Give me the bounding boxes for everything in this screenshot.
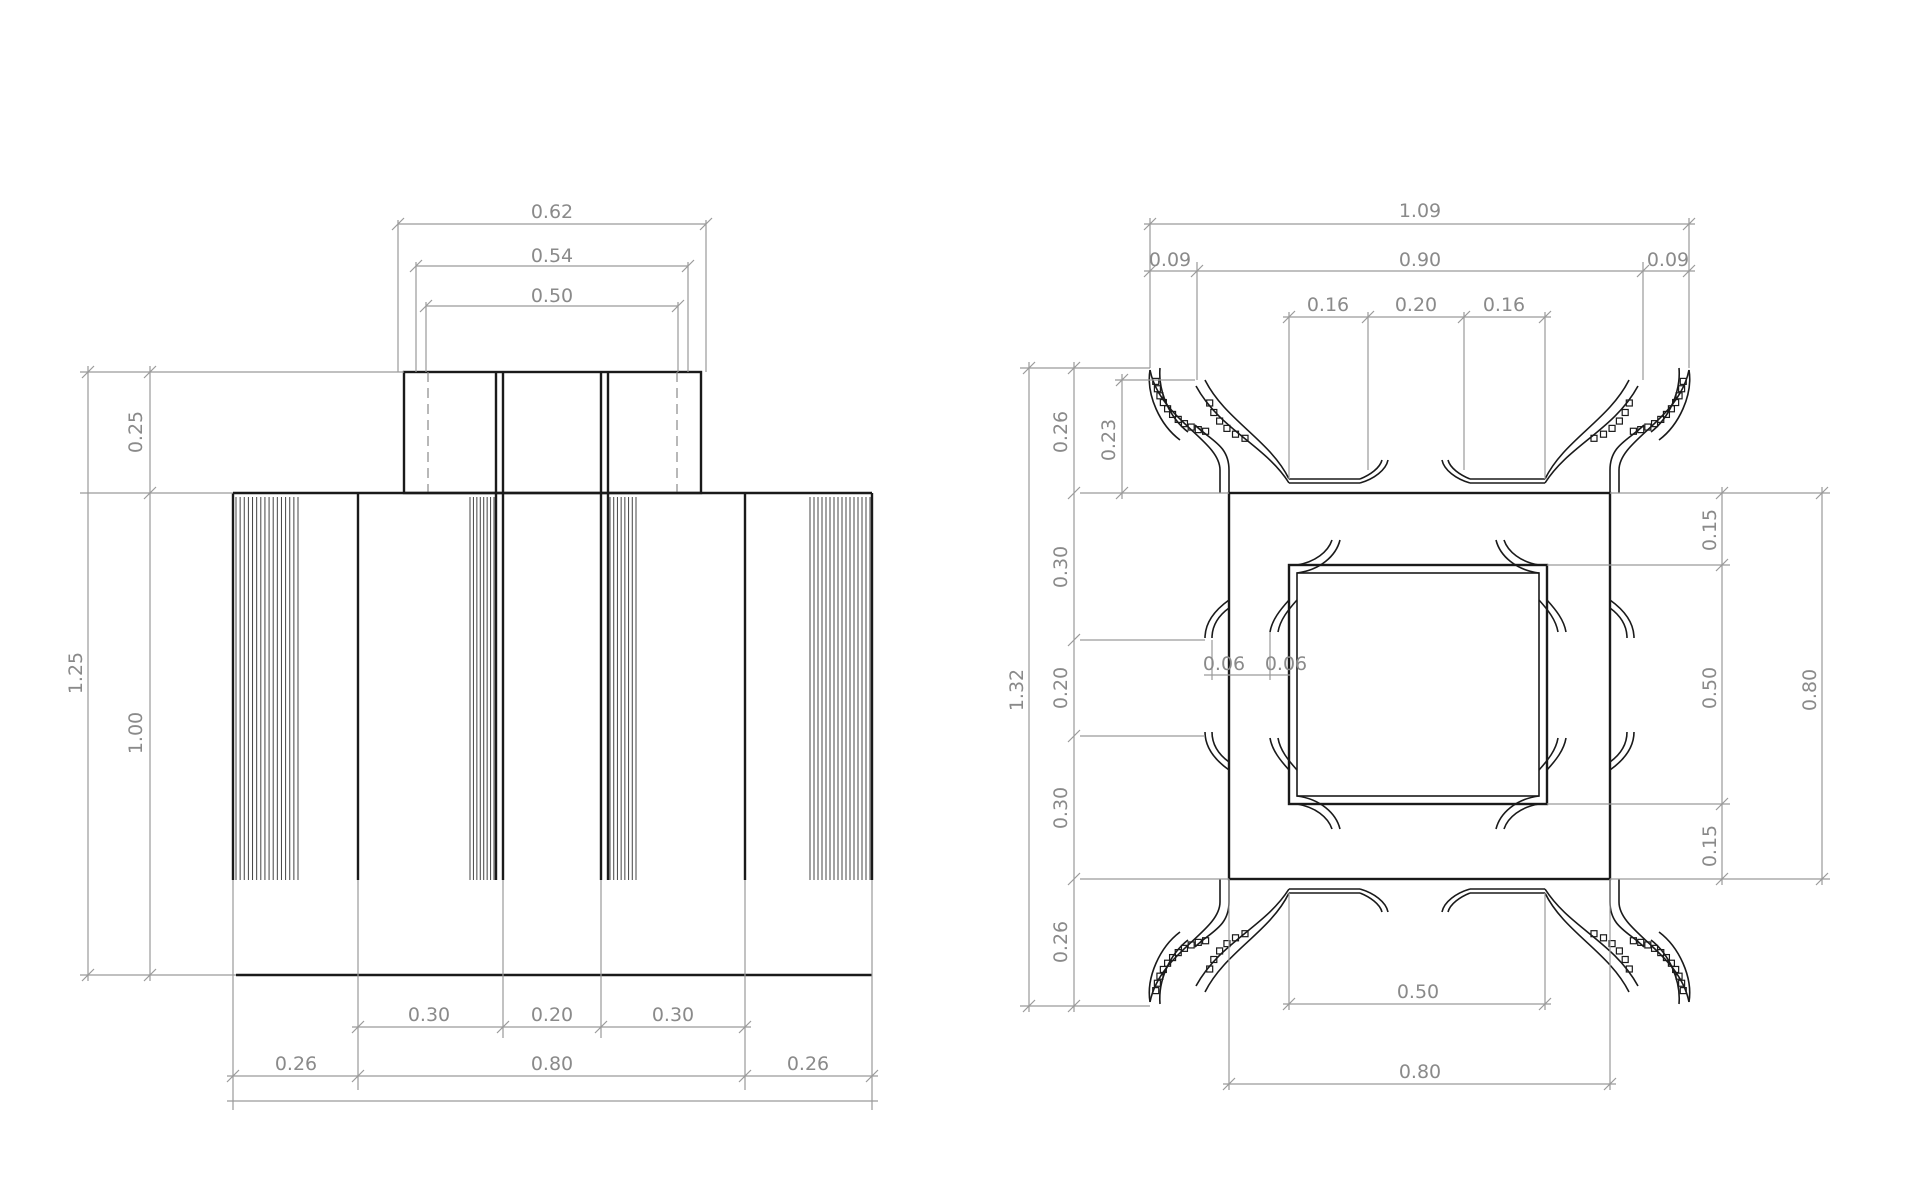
dim-plan-top-sub-right: 0.16 <box>1483 294 1525 316</box>
dim-plan-bottom-inner: 0.50 <box>1397 981 1439 1003</box>
dim-plan-right-lower: 0.15 <box>1699 825 1721 867</box>
collar-outline <box>402 370 703 495</box>
dim-front-left-overall: 1.25 <box>65 652 87 694</box>
dim-plan-left-a-inner: 0.23 <box>1098 419 1120 461</box>
inner-square <box>1287 563 1549 806</box>
outer-frame <box>1227 491 1612 881</box>
dim-plan-left-c: 0.20 <box>1050 667 1072 709</box>
dim-plan-top-sub-mid: 0.20 <box>1395 294 1437 316</box>
dim-front-left-upper: 0.25 <box>125 411 147 453</box>
dim-front-bottom-left: 0.26 <box>275 1053 317 1075</box>
dim-plan-inner-gap-right: 0.06 <box>1265 653 1307 675</box>
dim-plan-right-upper: 0.15 <box>1699 509 1721 551</box>
hatch-mid-left <box>469 497 495 880</box>
dim-front-bottom-b: 0.20 <box>531 1004 573 1026</box>
dim-front-bottom-right: 0.26 <box>787 1053 829 1075</box>
hatch-mid-right <box>609 497 637 880</box>
plan-view: 1.09 0.09 0.90 0.09 0.16 0.20 0.16 1.32 … <box>1006 200 1830 1091</box>
dim-plan-left-overall: 1.32 <box>1006 669 1028 711</box>
dim-plan-top-right: 0.09 <box>1647 249 1689 271</box>
dim-plan-left-e: 0.26 <box>1050 921 1072 963</box>
dim-plan-left-b: 0.30 <box>1050 546 1072 588</box>
dim-plan-top-left: 0.09 <box>1149 249 1191 271</box>
bead-marks <box>1152 377 1687 995</box>
dim-plan-right-middle: 0.50 <box>1699 667 1721 709</box>
hatch-left <box>235 497 299 880</box>
dim-front-bottom-middle: 0.80 <box>531 1053 573 1075</box>
dim-plan-top-overall: 1.09 <box>1399 200 1441 222</box>
dim-front-bottom-c: 0.30 <box>652 1004 694 1026</box>
hatch-right <box>809 497 871 880</box>
dim-front-top-inner: 0.50 <box>531 285 573 307</box>
front-view: 0.62 0.54 0.50 0.25 1.25 1.00 0.30 0.20 … <box>65 201 879 1110</box>
dim-front-top-overall: 0.62 <box>531 201 573 223</box>
dim-plan-left-a: 0.26 <box>1050 411 1072 453</box>
dim-plan-left-d: 0.30 <box>1050 787 1072 829</box>
dim-plan-top-middle: 0.90 <box>1399 249 1441 271</box>
dim-plan-right-overall: 0.80 <box>1799 669 1821 711</box>
dim-front-top-middle: 0.54 <box>531 245 573 267</box>
dim-plan-top-sub-left: 0.16 <box>1307 294 1349 316</box>
dim-plan-inner-gap-left: 0.06 <box>1203 653 1245 675</box>
dim-plan-bottom-outer: 0.80 <box>1399 1061 1441 1083</box>
dim-front-left-body: 1.00 <box>125 712 147 754</box>
dim-front-bottom-a: 0.30 <box>408 1004 450 1026</box>
